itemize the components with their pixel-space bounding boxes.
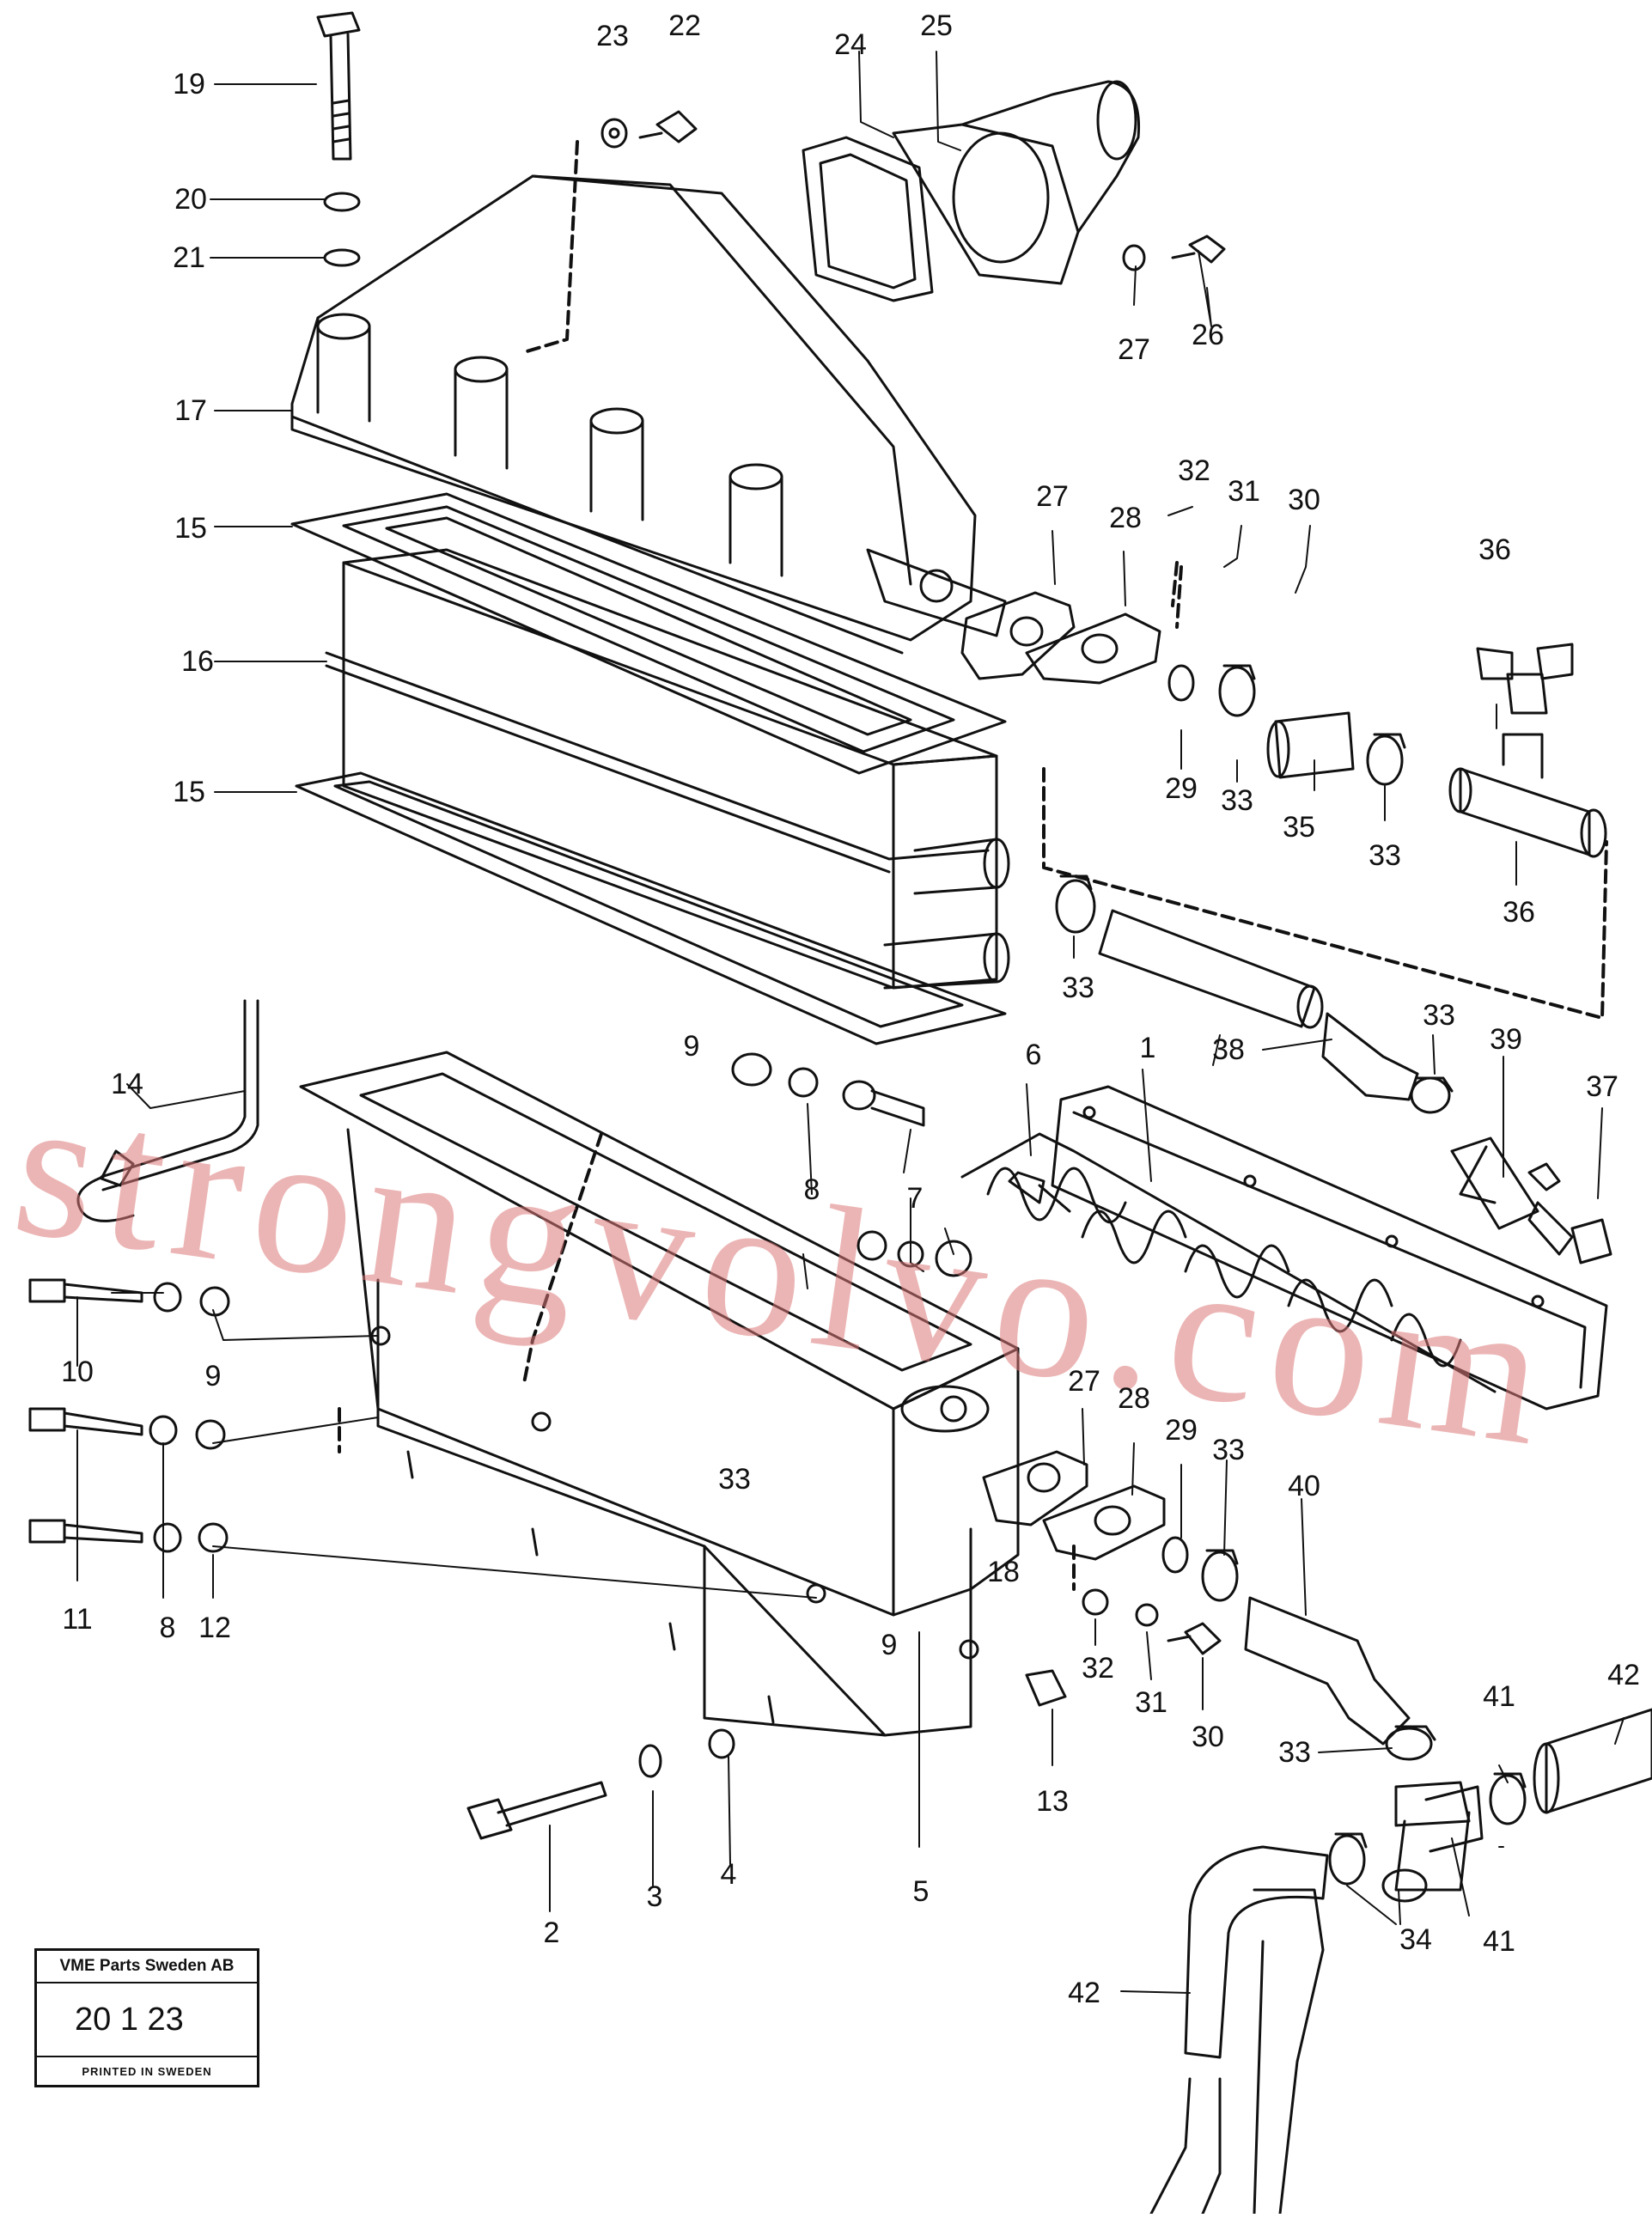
callout-label: 26: [1192, 319, 1224, 351]
hoses: [1098, 711, 1652, 2215]
callout-label: 16: [181, 645, 214, 678]
callout-label: 20: [174, 183, 207, 216]
top-cover-part: [290, 174, 1007, 655]
flange-gaskets: [960, 591, 1166, 1561]
callout-label: 39: [1490, 1023, 1522, 1056]
callout-label: 23: [596, 20, 629, 52]
callout-label: 8: [159, 1612, 176, 1644]
callout-label: 33: [1212, 1434, 1245, 1466]
stamp-printed: PRINTED IN SWEDEN: [82, 2065, 212, 2078]
callout-label: 33: [1278, 1736, 1311, 1769]
callout-label: 5: [912, 1875, 930, 1908]
callout-label: 30: [1288, 484, 1320, 516]
stamp-doc-number: 20 1 23: [37, 1983, 257, 2057]
callout-label: 35: [1283, 811, 1315, 844]
callout-label: 31: [1228, 475, 1260, 508]
callout-label: 18: [987, 1556, 1020, 1588]
lock-washer-part: [323, 192, 361, 212]
callout-label: 14: [111, 1068, 143, 1100]
callout-label: 7: [906, 1182, 924, 1215]
callout-label: 27: [1118, 333, 1150, 366]
callout-label: 12: [198, 1612, 231, 1644]
assembly-dash-lines: [338, 140, 1608, 1591]
callout-label: 42: [1607, 1659, 1640, 1691]
callout-label: 8: [803, 1173, 820, 1206]
callout-label: 10: [61, 1356, 94, 1388]
callout-label: 31: [1135, 1686, 1167, 1719]
callout-label: 29: [1165, 772, 1198, 805]
callout-label: 25: [920, 9, 953, 42]
outlet-elbow-part: [892, 80, 1141, 285]
cover-plate-part: [960, 1085, 1608, 1411]
callout-label: 41: [1483, 1680, 1515, 1713]
callout-label: 33: [1369, 839, 1401, 872]
callout-label: 34: [1399, 1923, 1432, 1956]
callout-label: 30: [1192, 1721, 1224, 1753]
callout-label: 36: [1503, 896, 1535, 929]
callout-label: 33: [1423, 999, 1455, 1032]
title-stamp: VME Parts Sweden AB 20 1 23 PRINTED IN S…: [34, 1948, 259, 2087]
callout-label: 2: [543, 1916, 560, 1949]
callout-label: 22: [668, 9, 701, 42]
long-bolt-part: [316, 11, 361, 161]
callout-label: 11: [62, 1603, 93, 1636]
small-fasteners: [28, 110, 1226, 1840]
lower-housing-part: [299, 1051, 1020, 1737]
outlet-gasket-part: [802, 136, 934, 302]
callout-label: 24: [834, 28, 867, 61]
cooler-core-part: [325, 548, 1010, 990]
callout-label: 41: [1483, 1925, 1515, 1958]
callout-label: 17: [174, 394, 207, 427]
callout-label: 9: [204, 1360, 222, 1392]
callout-label: 27: [1068, 1365, 1100, 1398]
stamp-company: VME Parts Sweden AB: [37, 1951, 257, 1983]
callout-label: 21: [173, 241, 205, 274]
callout-label: 33: [718, 1463, 751, 1496]
callout-label: 32: [1082, 1652, 1114, 1685]
callout-label: 1: [1139, 1032, 1156, 1064]
callout-label: 33: [1062, 972, 1094, 1004]
flat-washer-part: [323, 248, 361, 267]
callout-label: 28: [1109, 502, 1142, 534]
callout-label: 27: [1036, 480, 1069, 513]
callout-label: 3: [646, 1880, 663, 1913]
lower-gasket-part: [295, 771, 1007, 1045]
callout-label: 28: [1118, 1382, 1150, 1415]
callout-label: 13: [1036, 1785, 1069, 1818]
callout-label: 36: [1478, 533, 1511, 566]
bypass-pipe-part: [76, 999, 259, 1222]
callout-label: 15: [173, 776, 205, 808]
leader-lines: [76, 51, 1625, 1994]
callout-label: 38: [1212, 1033, 1245, 1066]
callout-label: 29: [1165, 1414, 1198, 1447]
callout-label: 9: [881, 1629, 898, 1661]
callout-label: 42: [1068, 1977, 1100, 2009]
callout-label: 6: [1025, 1039, 1042, 1071]
callout-label: 33: [1221, 784, 1253, 817]
callout-label: 40: [1288, 1470, 1320, 1502]
upper-gasket-part: [290, 492, 1007, 775]
callout-label: 37: [1586, 1070, 1618, 1103]
callout-label: 9: [683, 1030, 700, 1063]
tee-fittings: [1381, 643, 1612, 1903]
callout-label: 32: [1178, 454, 1210, 487]
callout-label: 4: [720, 1858, 737, 1891]
callout-label: 15: [174, 512, 207, 545]
callout-label: 19: [173, 68, 205, 101]
